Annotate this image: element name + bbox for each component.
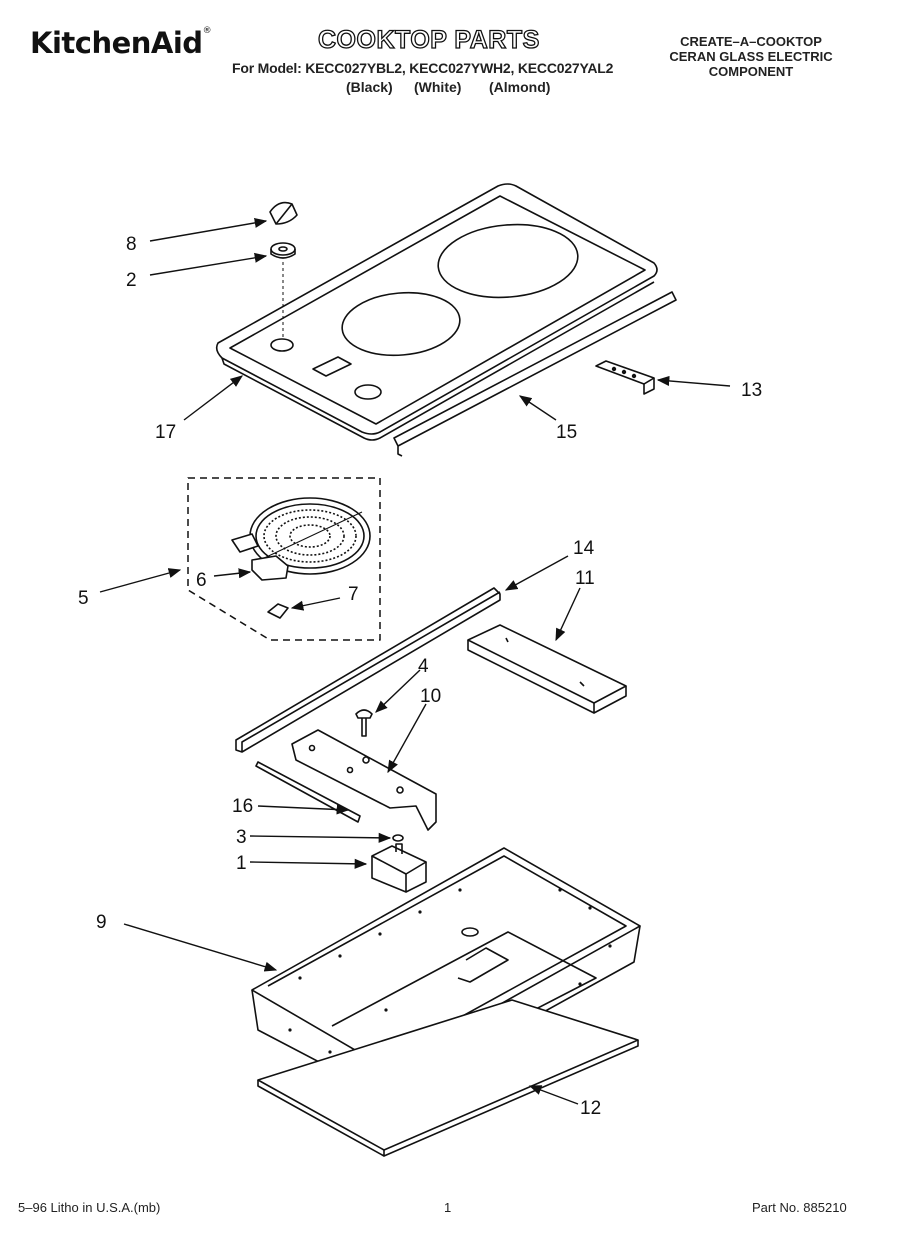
clip-part xyxy=(267,603,289,619)
washer-part xyxy=(392,834,404,842)
callout-8: 8 xyxy=(126,234,137,255)
callout-2: 2 xyxy=(126,270,137,291)
leader-4 xyxy=(375,669,421,713)
leader-7 xyxy=(290,597,341,611)
litho-note: 5–96 Litho in U.S.A.(mb) xyxy=(18,1200,161,1215)
component-line-2: CERAN GLASS ELECTRIC xyxy=(669,49,833,64)
trim-strip-part xyxy=(393,291,677,457)
leader-10 xyxy=(387,703,427,774)
bottom-panel-part xyxy=(257,999,639,1157)
glass-cooktop-part xyxy=(215,183,658,441)
control-switch-part xyxy=(371,843,427,893)
bezel-part xyxy=(270,242,296,259)
leader-5 xyxy=(99,568,182,593)
part-number: Part No. 885210 xyxy=(752,1200,847,1215)
color-label-black: (Black) xyxy=(346,79,393,95)
model-line: For Model: KECC027YBL2, KECC027YWH2, KEC… xyxy=(232,60,614,76)
brand-logo: KitchenAid® xyxy=(30,26,212,60)
callout-12: 12 xyxy=(580,1098,601,1119)
leader-12 xyxy=(528,1085,579,1105)
leader-11 xyxy=(555,587,581,642)
knob-part xyxy=(269,201,298,225)
terminal-cover-part xyxy=(467,624,627,714)
page-number: 1 xyxy=(444,1200,452,1215)
bracket-part xyxy=(595,360,655,395)
leader-6 xyxy=(213,568,252,579)
callout-10: 10 xyxy=(420,686,441,707)
callout-leaders xyxy=(99,217,731,1105)
callout-7: 7 xyxy=(348,584,359,605)
side-trim-part xyxy=(235,587,501,753)
leader-16 xyxy=(257,804,350,815)
leader-14 xyxy=(504,555,569,591)
limiter-part xyxy=(231,533,289,581)
callout-13: 13 xyxy=(741,380,762,401)
leader-9 xyxy=(123,923,278,972)
component-line-3: COMPONENT xyxy=(708,64,794,79)
color-label-almond: (Almond) xyxy=(489,79,551,95)
screw-pin-part xyxy=(355,709,373,737)
control-bracket-part xyxy=(291,729,437,831)
leader-17 xyxy=(183,375,244,421)
callout-16: 16 xyxy=(232,796,253,817)
leader-13 xyxy=(656,375,731,387)
wire-rod-part xyxy=(255,761,361,823)
callout-3: 3 xyxy=(236,827,247,848)
callout-15: 15 xyxy=(556,422,577,443)
callout-17: 17 xyxy=(155,422,176,443)
page-title: COOKTOP PARTS xyxy=(317,25,540,54)
color-label-white: (White) xyxy=(414,79,462,95)
callout-14: 14 xyxy=(573,538,595,559)
brand-name: KitchenAid xyxy=(30,26,203,60)
callout-6: 6 xyxy=(196,570,207,591)
element-assembly-boundary xyxy=(187,477,381,641)
registered-mark: ® xyxy=(202,26,212,36)
callout-9: 9 xyxy=(96,912,107,933)
callout-11: 11 xyxy=(575,568,595,589)
radiant-element-part xyxy=(249,497,371,575)
callout-1: 1 xyxy=(236,853,247,874)
leader-15 xyxy=(518,395,557,421)
callout-numbers: 8 2 17 15 13 5 6 7 14 11 4 10 16 3 1 9 1… xyxy=(78,234,762,1119)
callout-4: 4 xyxy=(418,656,429,677)
leader-2 xyxy=(149,252,268,276)
leader-3 xyxy=(249,832,392,843)
callout-5: 5 xyxy=(78,588,89,609)
leader-1 xyxy=(249,858,368,869)
leader-8 xyxy=(149,217,268,242)
component-line-1: CREATE–A–COOKTOP xyxy=(680,34,822,49)
